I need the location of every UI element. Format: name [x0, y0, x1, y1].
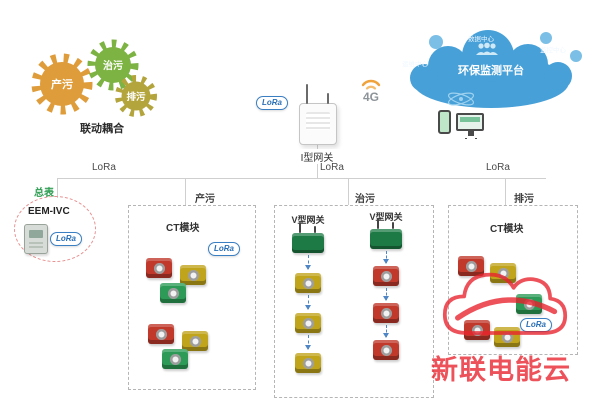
v-gateway-left-label: V型网关 [291, 215, 325, 225]
ct-module-red [458, 256, 484, 276]
ct-module-red [373, 266, 399, 286]
ct-module-label-paiwu: CT模块 [490, 224, 524, 235]
v-gateway-left-device [292, 224, 324, 253]
4g-label: 4G [363, 90, 379, 104]
gear-paiwu-icon: 排污 [115, 75, 157, 117]
lora-bus-label-right: LoRa [486, 162, 510, 173]
4g-signal-icon: 4G [361, 79, 381, 104]
flow-arrow [305, 295, 311, 310]
lora-badge-meter: LoRa [50, 232, 82, 246]
meter-drop-line [57, 178, 58, 198]
flow-arrow [383, 251, 389, 264]
lora-badge-paiwu: LoRa [520, 318, 552, 332]
section-chanwu-box [128, 205, 256, 390]
gateway-vents [306, 112, 330, 130]
section-paiwu-title: 排污 [512, 190, 536, 205]
flow-arrow [305, 255, 311, 270]
meter-dashed-circle [14, 196, 96, 262]
ct-module-green [516, 294, 542, 314]
lora-bus-label-middle: LoRa [320, 162, 344, 173]
gateway-label: I型网关 [291, 149, 343, 164]
type1-gateway-device [299, 87, 337, 145]
meter-title: 总表 [34, 188, 54, 199]
ct-module-yellow [494, 327, 520, 347]
lora-badge-chanwu: LoRa [208, 242, 240, 256]
ct-module-red [373, 303, 399, 323]
section-zhiwu-title: 治污 [353, 190, 377, 205]
ct-module-yellow [180, 265, 206, 285]
ct-module-yellow [295, 313, 321, 333]
ct-module-green [160, 283, 186, 303]
chanwu-drop-line [185, 178, 186, 205]
cloud-node-data-center: 数据中心 [468, 36, 494, 43]
gear-zhiwu-icon: 治污 [87, 39, 139, 91]
bus-line [57, 178, 546, 179]
ct-module-red [148, 324, 174, 344]
ct-module-red [146, 258, 172, 278]
cloud-node-monitor-center: 监控中心 [540, 47, 566, 54]
meter-device-label: EEM-IVC [28, 206, 70, 217]
gear-chanwu-icon: 产污 [31, 53, 93, 115]
lora-bus-label-left: LoRa [92, 162, 116, 173]
ct-module-red [464, 320, 490, 340]
v-gateway-right-label: V型网关 [369, 212, 403, 222]
zhiwu-drop-line [348, 178, 349, 205]
phone-icon [438, 110, 451, 134]
cloud-platform-label: 环保监测平台 [458, 65, 524, 77]
lora-badge-gateway: LoRa [256, 96, 288, 110]
gear-chanwu-label: 产污 [51, 77, 73, 91]
cloud-icon [410, 30, 582, 108]
flow-arrow [305, 335, 311, 350]
gear-paiwu-label: 排污 [126, 91, 146, 103]
monitor-icon [456, 113, 484, 136]
ct-module-yellow [295, 353, 321, 373]
paiwu-drop-line [505, 178, 506, 205]
ct-module-label-chanwu: CT模块 [166, 223, 200, 234]
ct-module-red [373, 340, 399, 360]
gear-zhiwu-label: 治污 [103, 59, 123, 72]
meter-device-icon [24, 224, 48, 254]
v-gateway-right-device [370, 220, 402, 249]
people-icon [476, 42, 498, 55]
ct-module-yellow [490, 263, 516, 283]
gear-caption: 联动耦合 [80, 123, 124, 135]
ct-module-green [162, 349, 188, 369]
ct-module-yellow [295, 273, 321, 293]
flow-arrow [383, 288, 389, 301]
orbit-icon [447, 92, 475, 106]
flow-arrow [383, 325, 389, 338]
cloud-node-ops-center: 运维中心 [402, 61, 428, 68]
ct-module-yellow [182, 331, 208, 351]
section-chanwu-title: 产污 [193, 190, 217, 205]
